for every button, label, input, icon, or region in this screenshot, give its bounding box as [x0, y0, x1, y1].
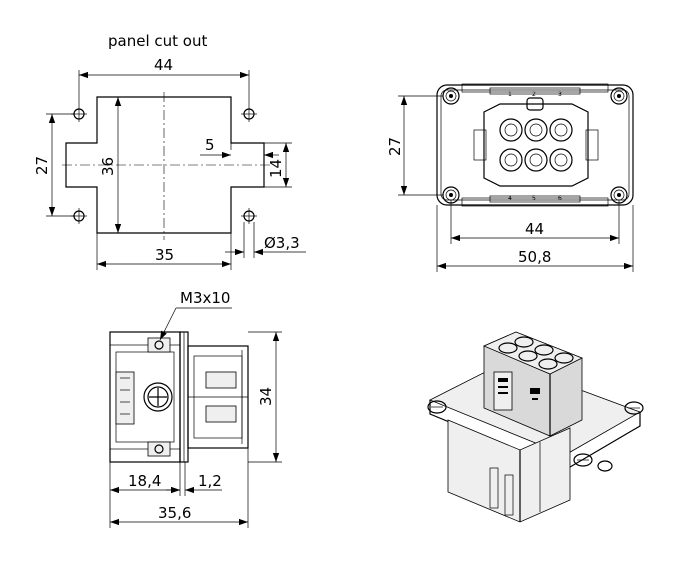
front-contact-2	[524, 118, 548, 142]
side-dim-18-4-label: 18,4	[128, 472, 161, 490]
dim-5-label: 5	[205, 136, 215, 154]
iso-screw-front	[573, 453, 593, 467]
mounting-hole-tr	[241, 106, 257, 122]
front-contact-5	[524, 148, 548, 172]
front-screw-tr	[610, 87, 628, 105]
dim-35-label: 35	[155, 246, 174, 264]
panel-cutout-view: panel cut out 44 27	[33, 32, 306, 270]
front-contact-6	[549, 148, 573, 172]
pin-number-1: 1	[508, 91, 512, 98]
iso-screw-left	[427, 400, 447, 414]
isometric-view	[427, 331, 644, 523]
side-dim-34-label: 34	[257, 387, 275, 406]
front-dim-50-8-label: 50,8	[518, 248, 551, 266]
dim-36-label: 36	[99, 157, 117, 176]
mounting-hole-br	[241, 208, 257, 224]
side-view: M3x10 34 18,4 1,2 35,6	[109, 289, 282, 528]
pin-number-3: 3	[558, 91, 562, 98]
panel-cutout-title: panel cut out	[108, 32, 207, 50]
dim-hole-label: Ø3,3	[264, 234, 300, 252]
front-housing-outline	[436, 84, 634, 206]
front-contact-4	[499, 148, 523, 172]
pin-number-6: 6	[558, 195, 562, 202]
dim-14-label: 14	[267, 159, 285, 178]
pin-number-5: 5	[532, 195, 536, 202]
iso-screw-right	[624, 401, 644, 415]
front-dim-44-label: 44	[525, 220, 544, 238]
side-dim-1-2-label: 1,2	[198, 472, 222, 490]
side-screw-leader	[159, 307, 177, 341]
front-dim-27-label: 27	[386, 137, 404, 156]
iso-screw-front-right	[597, 460, 613, 472]
front-insert-body	[483, 103, 589, 187]
pin-number-2: 2	[532, 91, 536, 98]
side-dim-35-6-label: 35,6	[158, 504, 191, 522]
dim-44-label: 44	[154, 56, 173, 74]
side-screw-label: M3x10	[180, 289, 230, 307]
pin-number-4: 4	[508, 195, 512, 202]
dim-27-left-label: 27	[33, 156, 51, 175]
front-contact-1	[499, 118, 523, 142]
front-screw-tl	[442, 87, 460, 105]
side-center-screw	[143, 382, 173, 412]
front-view: 1 2 3 4 5 6 27 44 50,8	[386, 83, 634, 272]
front-contact-3	[549, 118, 573, 142]
